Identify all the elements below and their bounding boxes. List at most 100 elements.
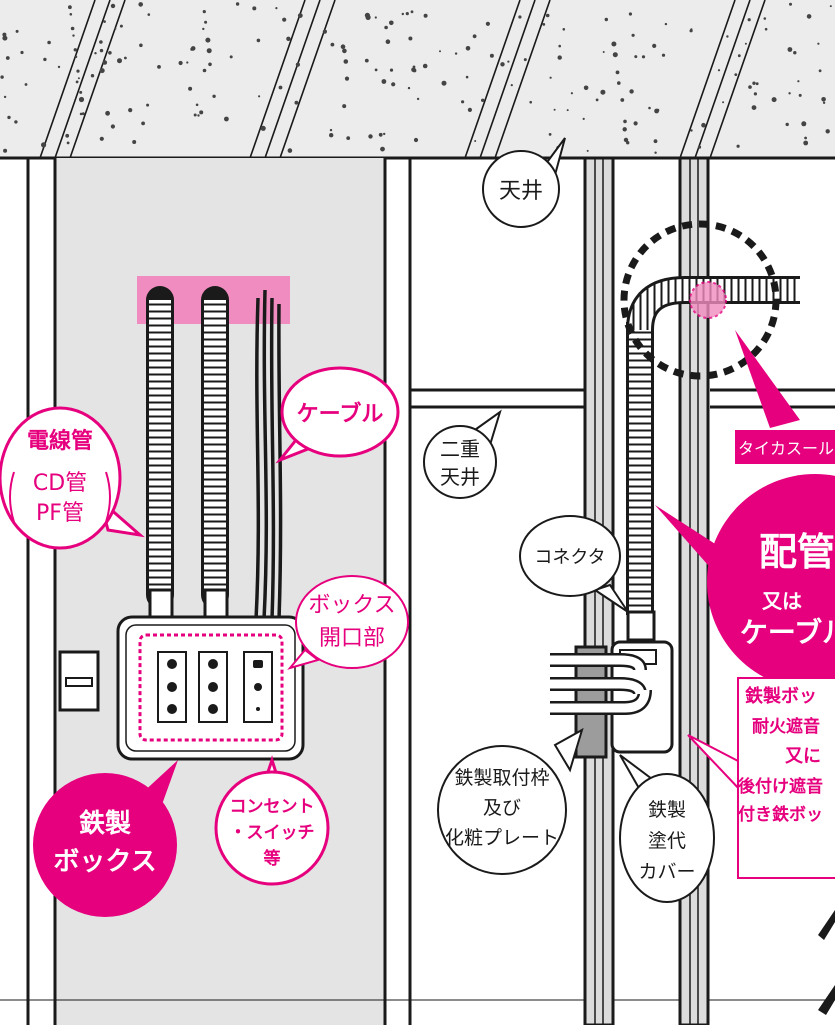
concrete-speck: [282, 17, 287, 22]
concrete-speck: [474, 140, 477, 142]
concrete-speck: [204, 20, 208, 24]
concrete-speck: [764, 27, 768, 31]
concrete-speck: [110, 3, 116, 9]
concrete-speck: [821, 97, 826, 102]
concrete-speck: [208, 62, 212, 67]
concrete-speck: [582, 117, 585, 120]
concrete-speck: [793, 51, 797, 55]
double-ceiling-label-2: 天井: [440, 465, 480, 489]
concrete-speck: [342, 48, 347, 54]
concrete-speck: [68, 5, 72, 10]
concrete-speck: [818, 69, 822, 73]
concrete-speck: [389, 68, 394, 72]
concrete-speck: [69, 13, 73, 16]
concrete-speck: [212, 94, 216, 99]
concrete-speck: [648, 106, 651, 110]
concrete-speck: [108, 51, 112, 55]
steel-cover-label-3: カバー: [638, 861, 695, 883]
concrete-speck: [736, 144, 740, 148]
concrete-speck: [583, 85, 589, 91]
concrete-speck: [94, 52, 97, 55]
concrete-speck: [76, 69, 80, 73]
concrete-speck: [391, 82, 396, 87]
piping-or-cable-callout: 配管 又は ケーブル: [655, 474, 835, 690]
concrete-speck: [202, 10, 206, 14]
concrete-speck: [617, 81, 621, 85]
concrete-speck: [697, 145, 702, 149]
concrete-speck: [340, 44, 346, 49]
concrete-speck: [202, 27, 205, 31]
concrete-speck: [726, 35, 729, 38]
concrete-speck: [798, 93, 802, 97]
concrete-speck: [77, 77, 80, 80]
concrete-speck: [789, 2, 792, 6]
or-label: 又は: [762, 589, 802, 613]
steel-box-note-callout: 鉄製ボッ 耐火遮音 又に 後付け遮音 付き鉄ボッ: [687, 677, 835, 879]
concrete-speck: [408, 36, 413, 41]
steel-box-note-2: 耐火遮音: [752, 716, 820, 737]
concrete-speck: [99, 136, 104, 141]
concrete-speck: [102, 60, 108, 65]
concrete-speck: [205, 37, 211, 43]
concrete-speck: [20, 50, 24, 55]
outlet-switch-callout: コンセント ・スイッチ 等: [214, 755, 330, 886]
concrete-speck: [787, 47, 793, 52]
concrete-speck: [114, 27, 117, 30]
concrete-speck: [604, 17, 608, 22]
concrete-speck: [518, 15, 522, 19]
concrete-speck: [600, 89, 606, 95]
concrete-speck: [801, 121, 807, 127]
concrete-speck: [70, 26, 75, 31]
concrete-speck: [278, 85, 283, 90]
concrete-speck: [383, 132, 386, 136]
concrete-speck: [342, 104, 347, 109]
concrete-speck: [664, 22, 668, 26]
concrete-speck: [722, 101, 725, 104]
concrete-speck: [157, 65, 161, 69]
concrete-speck: [329, 133, 334, 138]
concrete-speck: [47, 40, 51, 45]
concrete-speck: [804, 136, 807, 140]
concrete-speck: [654, 108, 659, 114]
concrete-speck: [132, 140, 137, 144]
concrete-speck: [825, 129, 830, 134]
corner-marks: [818, 910, 835, 1015]
conduit-sub-1: CD管: [33, 471, 87, 496]
outlet-switch-label-2: ・スイッチ: [230, 823, 315, 843]
concrete-speck: [235, 2, 240, 6]
steel-box-note-3: 又に: [784, 746, 821, 767]
concrete-speck: [752, 81, 756, 85]
concrete-speck: [2, 32, 7, 37]
concrete-speck: [751, 105, 757, 110]
concrete-speck: [79, 112, 83, 116]
concrete-speck: [65, 133, 70, 138]
concrete-speck: [99, 40, 103, 44]
concrete-speck: [586, 149, 589, 152]
concrete-speck: [412, 65, 416, 69]
concrete-speck: [570, 92, 574, 95]
right-conduit: [626, 276, 800, 642]
concrete-speck: [689, 29, 693, 33]
concrete-speck: [545, 13, 550, 18]
concrete-speck: [631, 33, 635, 37]
steel-box-callout: 鉄製 ボックス: [33, 760, 178, 917]
concrete-speck: [186, 61, 189, 64]
concrete-speck: [412, 68, 417, 73]
concrete-speck: [141, 121, 146, 126]
concrete-speck: [629, 89, 634, 94]
concrete-speck: [549, 76, 552, 79]
penetration-highlight: [620, 220, 780, 380]
concrete-speck: [117, 58, 122, 64]
concrete-speck: [623, 137, 629, 143]
concrete-speck: [378, 132, 383, 137]
concrete-speck: [66, 141, 70, 145]
concrete-speck: [641, 55, 646, 59]
concrete-speck: [258, 95, 261, 98]
concrete-speck: [562, 28, 566, 31]
concrete-speck: [467, 107, 472, 112]
concrete-speck: [72, 34, 75, 37]
concrete-speck: [416, 97, 420, 101]
outlet-switch-label-1: コンセント: [230, 797, 315, 817]
concrete-speck: [364, 12, 370, 18]
steel-cover-label-1: 鉄製: [648, 799, 686, 821]
